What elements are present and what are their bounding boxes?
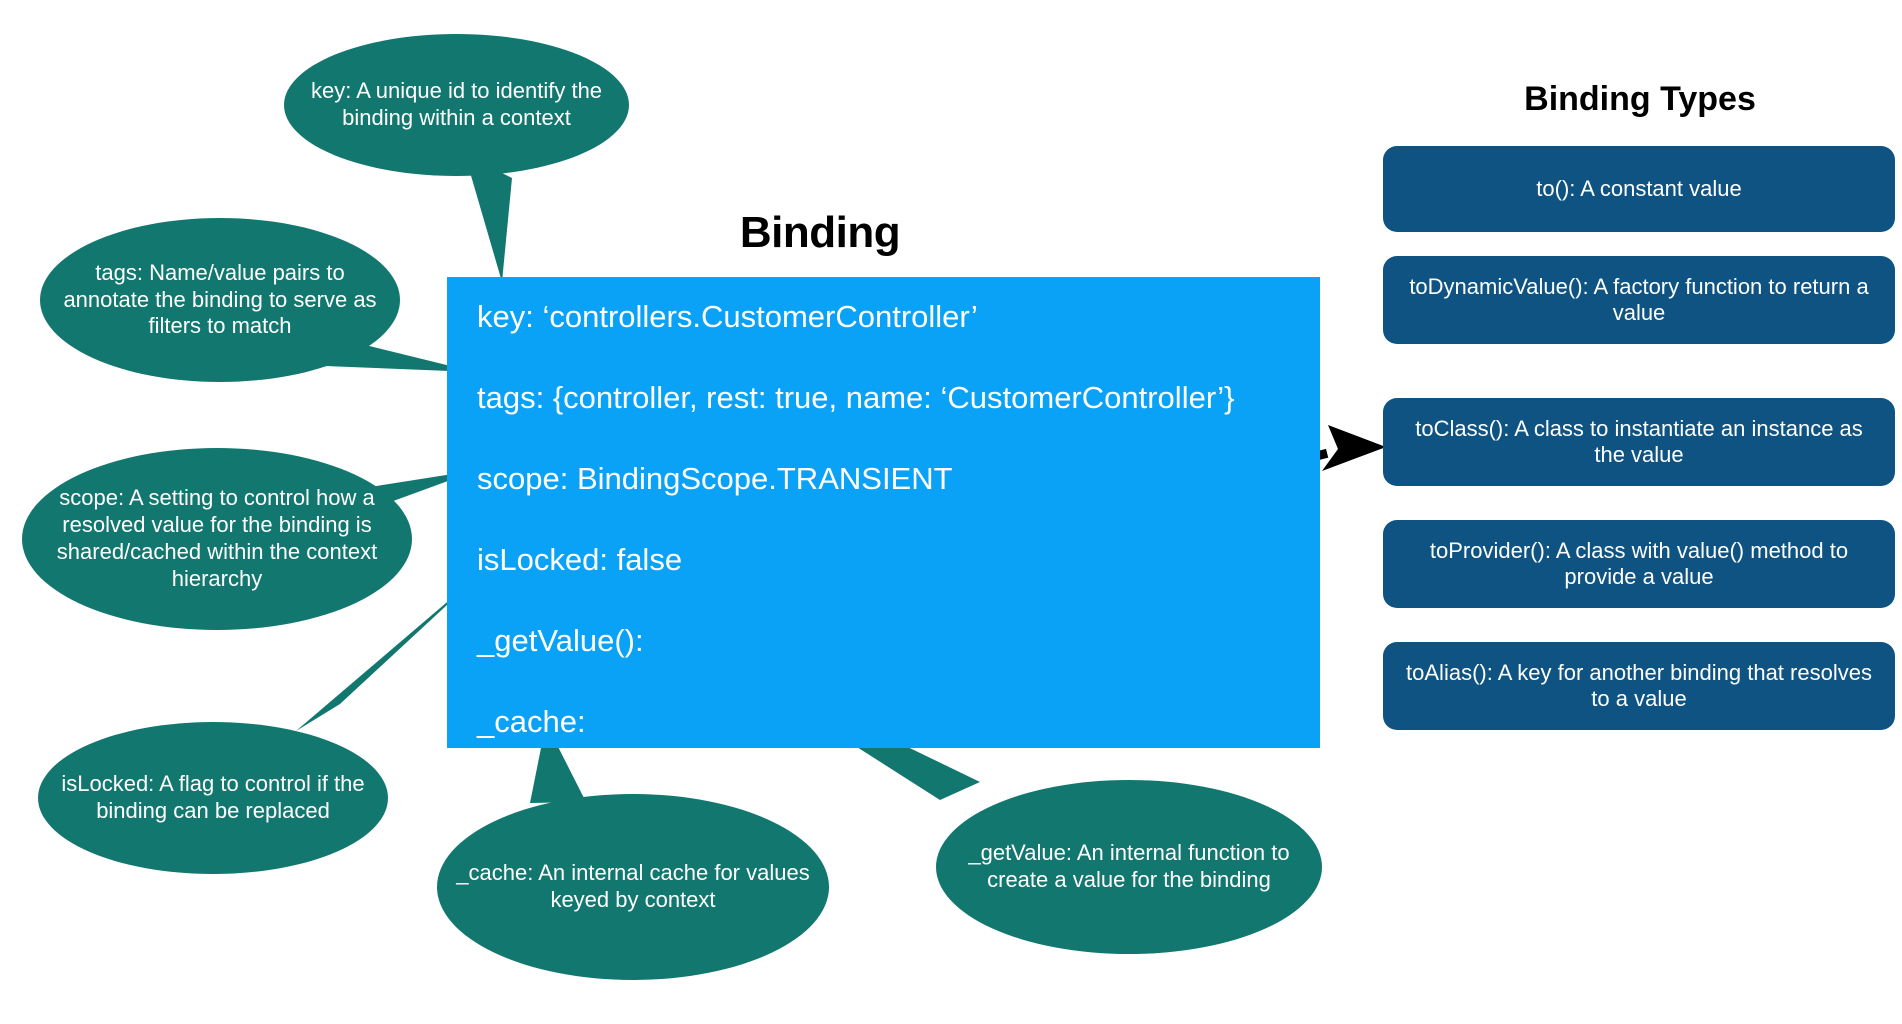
callout-key-label: key: A unique id to identify the binding… <box>310 78 603 130</box>
binding-types-title: Binding Types <box>1524 80 1756 118</box>
binding-type-toclass[interactable]: toClass(): A class to instantiate an ins… <box>1383 398 1895 486</box>
binding-type-todynamicvalue-label: toDynamicValue(): A factory function to … <box>1409 273 1869 325</box>
callout-tags-label: tags: Name/value pairs to annotate the b… <box>63 259 377 339</box>
binding-property-cache: _cache: <box>477 704 586 740</box>
callout-key: key: A unique id to identify the binding… <box>284 34 629 176</box>
binding-type-toclass-label: toClass(): A class to instantiate an ins… <box>1415 415 1863 467</box>
binding-property-key: key: ‘controllers.CustomerController’ <box>477 299 978 334</box>
dotted-arrow-head <box>1322 425 1386 471</box>
binding-properties-list: key: ‘controllers.CustomerController’ ta… <box>477 299 1307 740</box>
binding-property-tags: tags: {controller, rest: true, name: ‘Cu… <box>477 380 1235 416</box>
callout-getvalue: _getValue: An internal function to creat… <box>936 780 1322 954</box>
callout-getvalue-label: _getValue: An internal function to creat… <box>968 840 1290 892</box>
callout-islocked: isLocked: A flag to control if the bindi… <box>38 722 388 874</box>
binding-type-todynamicvalue[interactable]: toDynamicValue(): A factory function to … <box>1383 256 1895 344</box>
callout-cache-label: _cache: An internal cache for values key… <box>456 860 810 912</box>
binding-title: Binding <box>739 208 901 257</box>
binding-property-getvalue: _getValue(): <box>477 623 644 659</box>
binding-type-toprovider-label: toProvider(): A class with value() metho… <box>1429 537 1849 589</box>
callout-islocked-label: isLocked: A flag to control if the bindi… <box>61 771 365 823</box>
callout-cache: _cache: An internal cache for values key… <box>437 794 829 980</box>
callout-scope: scope: A setting to control how a resolv… <box>22 448 412 630</box>
binding-type-toalias-label: toAlias(): A key for another binding tha… <box>1406 659 1872 711</box>
binding-type-to-label: to(): A constant value <box>1536 175 1742 201</box>
binding-type-toprovider[interactable]: toProvider(): A class with value() metho… <box>1383 520 1895 608</box>
callout-tags: tags: Name/value pairs to annotate the b… <box>40 218 400 382</box>
binding-type-to[interactable]: to(): A constant value <box>1383 146 1895 232</box>
binding-type-toalias[interactable]: toAlias(): A key for another binding tha… <box>1383 642 1895 730</box>
callout-scope-label: scope: A setting to control how a resolv… <box>56 485 378 591</box>
binding-property-islocked: isLocked: false <box>477 542 683 578</box>
binding-property-scope: scope: BindingScope.TRANSIENT <box>477 461 953 497</box>
